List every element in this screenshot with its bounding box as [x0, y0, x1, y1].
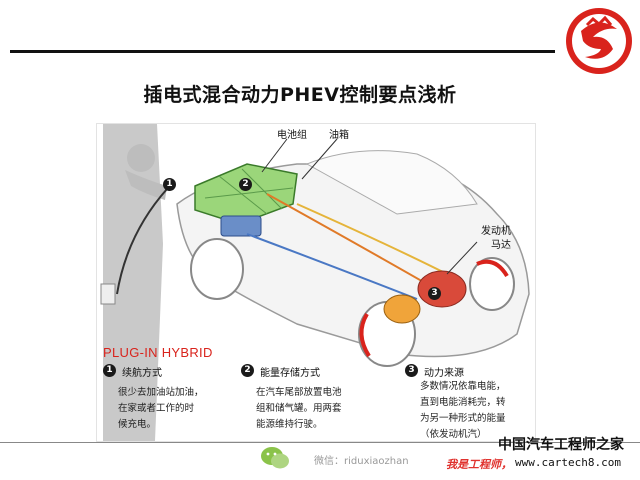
feature-1-title: 续航方式: [122, 368, 162, 379]
phev-illustration: 1 2 3 电池组 油箱 发动机 马达: [96, 123, 536, 442]
callout-3-badge: 3: [428, 287, 441, 300]
feature-2-desc: 在汽车尾部放置电池 组和储气罐。用两套 能源维持行驶。: [256, 387, 342, 430]
feature-2-title: 能量存储方式: [260, 368, 320, 379]
motor-label: 马达: [491, 240, 511, 251]
callout-2-badge: 2: [239, 178, 252, 191]
wechat-id-text: 微信：riduxiaozhan: [314, 456, 409, 467]
wechat-icon: [261, 447, 289, 469]
page-title: 插电式混合动力PHEV控制要点浅析: [143, 84, 457, 106]
feature-1-badge: 1: [103, 364, 116, 377]
feature-3-desc: 多数情况依靠电能， 直到电能消耗完，转 为另一种形式的能量 （依发动机汽）: [420, 381, 506, 440]
fuel-tank-label: 油箱: [329, 130, 349, 141]
engine-label: 发动机: [481, 226, 511, 237]
header-rule: [10, 50, 555, 53]
feature-3-title: 动力来源: [424, 368, 464, 379]
feature-2-badge: 2: [241, 364, 254, 377]
callout-1-badge: 1: [163, 178, 176, 191]
site-brand-name: 中国汽车工程师之家: [498, 437, 624, 453]
site-url: www.cartech8.com: [515, 456, 621, 469]
battery-label: 电池组: [277, 130, 307, 141]
feature-1-desc: 很少去加油站加油， 在家或者工作的时 候充电。: [118, 387, 204, 430]
plug-in-hybrid-heading: PLUG-IN HYBRID: [103, 345, 213, 360]
feature-3-badge: 3: [405, 364, 418, 377]
brand-logo-icon: [566, 8, 632, 74]
slogan-text: 我是工程师，: [446, 458, 512, 471]
car-diagram: [100, 124, 530, 441]
footer-rule: [0, 442, 640, 443]
